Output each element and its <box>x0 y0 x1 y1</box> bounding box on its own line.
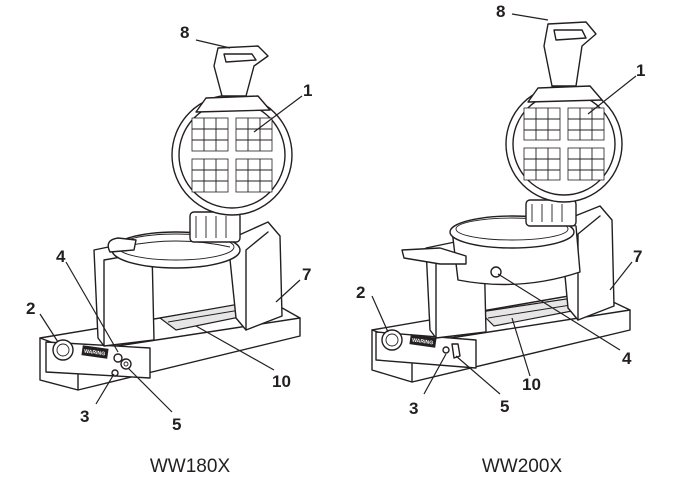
callout-left-8: 8 <box>180 23 189 42</box>
callout-right-7: 7 <box>633 247 642 266</box>
callout-left-1: 1 <box>303 81 312 100</box>
callout-left-3: 3 <box>80 407 89 426</box>
callout-left-4: 4 <box>56 247 66 266</box>
callouts-right: 8 1 2 7 3 4 10 5 <box>356 2 645 418</box>
callout-left-7: 7 <box>302 265 311 284</box>
callouts-left: 8 1 4 2 7 10 3 5 <box>26 23 312 434</box>
leader-lines <box>39 13 637 413</box>
callout-right-5: 5 <box>500 397 509 416</box>
waffle-maker-ww200x: WARING <box>371 21 631 383</box>
brand-logo-right: WARING <box>412 337 434 346</box>
callout-left-10: 10 <box>272 372 291 391</box>
callout-left-2: 2 <box>26 299 35 318</box>
brand-logo-left: WARING <box>84 348 106 357</box>
callout-right-1: 1 <box>636 61 645 80</box>
model-label-right: WW200X <box>482 456 563 477</box>
callout-right-10: 10 <box>522 375 541 394</box>
callout-left-5: 5 <box>172 415 181 434</box>
callout-right-4: 4 <box>622 349 632 368</box>
model-label-left: WW180X <box>150 456 231 477</box>
callout-right-3: 3 <box>409 399 418 418</box>
waffle-maker-ww180x: WARING <box>39 45 301 391</box>
callout-right-2: 2 <box>356 283 365 302</box>
callout-right-8: 8 <box>496 2 505 21</box>
